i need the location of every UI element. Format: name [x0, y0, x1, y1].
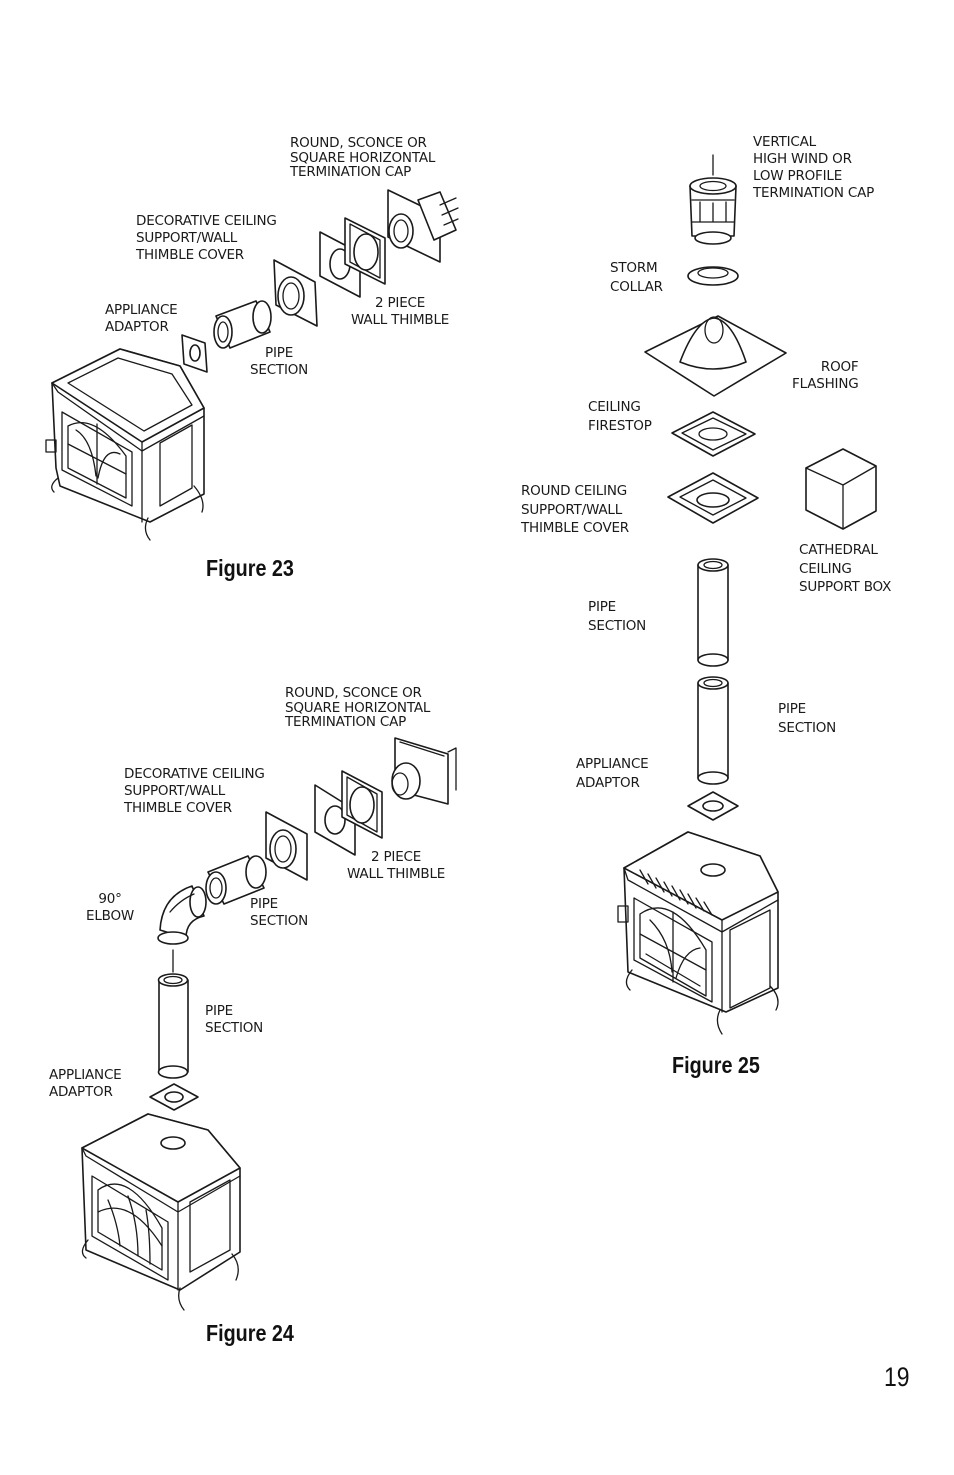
fig24-appliance-adaptor [149, 1083, 199, 1111]
fig24-elbow-label: 90°ELBOW [86, 891, 135, 924]
figure-23-drawing [45, 189, 459, 541]
figure-24-drawing [81, 737, 457, 1311]
fig24-stove [81, 1113, 241, 1311]
fig25-stove [617, 831, 779, 1035]
page-number: 19 [884, 1362, 910, 1392]
fig25-termination-cap [689, 177, 737, 245]
fig24-wall-thimble [314, 770, 383, 856]
fig25-pipe-upper [697, 558, 729, 667]
fig24-caption: Figure 24 [206, 1320, 294, 1346]
figure-25-drawing [617, 154, 877, 1035]
fig23-pipe-section [213, 300, 272, 349]
fig25-cathedral-box [805, 448, 877, 530]
fig25-thimble-cover [667, 472, 759, 524]
fig25-caption: Figure 25 [672, 1052, 760, 1078]
fig23-wall-thimble [319, 217, 386, 298]
fig24-thimble-cover [265, 811, 308, 881]
fig25-storm-collar [687, 266, 739, 286]
fig23-stove [45, 348, 205, 541]
fig23-thimble-cover [273, 259, 318, 327]
fig25-pipe-lower [697, 676, 729, 785]
fig24-elbow [157, 885, 207, 945]
fig23-caption: Figure 23 [206, 555, 294, 581]
fig25-roof-flashing [644, 315, 787, 397]
fig23-appliance-adaptor [181, 334, 208, 373]
fig24-termination-cap [391, 737, 457, 805]
fig25-ceiling-firestop [671, 411, 756, 457]
fig25-appliance-adaptor [687, 791, 739, 821]
fig23-termination-cap [387, 189, 459, 263]
fig24-pipe-horizontal [205, 855, 267, 905]
fig24-pipe-vertical [157, 949, 189, 1079]
